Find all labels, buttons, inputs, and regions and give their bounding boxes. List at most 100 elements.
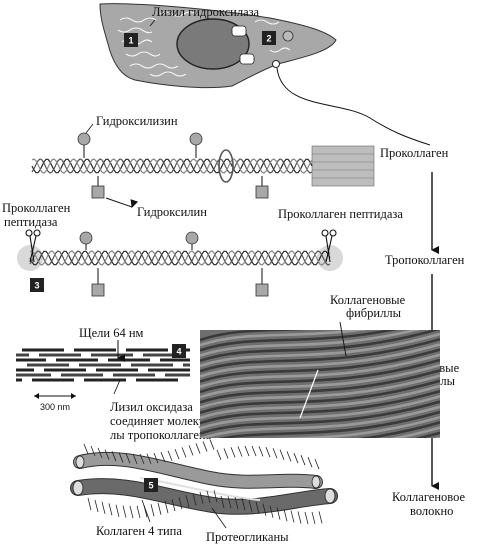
fibril-streak — [200, 332, 440, 368]
tropocollagen-triple-helix: 3 — [17, 229, 343, 297]
proteoglycan-bristle — [216, 449, 222, 461]
proteoglycan-bristle — [318, 511, 323, 524]
proteoglycan-bristle — [94, 499, 99, 513]
fibril-streak — [200, 395, 440, 430]
collagen-fiber-label-line1: Коллагеновое — [392, 490, 465, 504]
step-badge-1: 1 — [124, 33, 138, 47]
proteoglycan-bristle — [269, 505, 274, 518]
proteoglycan-bristle — [139, 453, 145, 465]
fibril-streak — [200, 379, 440, 415]
proteoglycan-bristle — [251, 445, 257, 457]
procollagen-peptidase-right-label: Проколлаген пептидаза — [278, 207, 403, 221]
proteoglycan-bristle — [171, 499, 176, 512]
fibril-streak — [200, 384, 440, 420]
proteoglycans-label: Протеогликаны — [206, 530, 289, 544]
fibril-streak — [356, 421, 440, 438]
proteoglycan-bristle — [223, 448, 229, 459]
proteoglycan-bristle — [136, 505, 141, 518]
fibril-streak — [200, 330, 440, 363]
fibril-streak — [200, 369, 440, 404]
proteoglycan-bristle — [293, 453, 299, 464]
proteoglycan-bristle — [104, 449, 110, 460]
proteoglycan-bristle — [248, 499, 253, 513]
proteoglycan-bristle — [241, 498, 246, 511]
fibril-streak — [200, 330, 398, 352]
fibril-streak — [200, 343, 440, 378]
lysyl-oxidase-line3: лы тропоколлагена — [110, 428, 212, 442]
procollagen-label: Проколлаген — [380, 146, 449, 160]
lysyl-hydroxylase-pointer — [149, 19, 156, 27]
proteoglycan-bristle — [83, 443, 89, 455]
proteoglycan-bristle — [150, 504, 155, 517]
proteoglycan-bristle — [108, 503, 113, 516]
proteoglycan-bristle — [304, 511, 309, 525]
proteoglycan-bristle — [314, 458, 320, 470]
fibril-streak — [200, 353, 440, 389]
svg-text:4: 4 — [176, 347, 181, 357]
proteoglycan-bristle — [265, 447, 271, 458]
tropocollagen-staggered-array — [16, 340, 190, 399]
proteoglycan-bristle — [178, 497, 183, 510]
fibril-streak — [200, 405, 440, 438]
proteoglycan-bristle — [132, 453, 138, 465]
proteoglycan-bristle — [311, 511, 316, 525]
hydroxyproline-label: Гидроксилин — [137, 205, 207, 219]
proteoglycan-bristle — [164, 500, 169, 514]
fibril-streak — [200, 374, 440, 409]
proteoglycan-bristle — [160, 451, 166, 463]
svg-text:3: 3 — [34, 281, 39, 291]
proteoglycan-bristle — [97, 447, 103, 459]
proteoglycan-bristle — [101, 501, 106, 514]
proteoglycan-bristle — [213, 490, 218, 503]
proteoglycan-bristle — [90, 445, 96, 457]
proteoglycan-bristle — [129, 505, 134, 519]
proteoglycan-bristle — [227, 496, 232, 509]
proteoglycan-bristle — [118, 452, 124, 463]
proteoglycan-bristle — [297, 511, 302, 524]
proteoglycan-bristle — [276, 507, 281, 520]
step-badge-3: 3 — [30, 278, 44, 292]
proteoglycan-bristle — [230, 447, 236, 458]
proteoglycan-bristle — [87, 497, 92, 511]
svg-text:5: 5 — [148, 481, 153, 491]
fibril-streak — [200, 330, 312, 342]
fibril-streak — [200, 389, 440, 425]
procollagen-triple-helix — [31, 132, 375, 199]
scissors-icon — [321, 229, 337, 263]
proteoglycan-bristle — [255, 501, 260, 514]
collagen-type4-label: Коллаген 4 типа — [96, 524, 182, 538]
proteoglycan-bristle — [202, 441, 208, 452]
hydroxylysine-label: Гидроксилизин — [96, 114, 178, 128]
proteoglycan-bristle — [283, 509, 288, 522]
proteoglycan-bristle — [272, 448, 278, 459]
secretion-curve — [276, 67, 431, 146]
proteoglycan-bristle — [115, 504, 120, 517]
fibrils-top-label-line2: фибриллы — [346, 306, 402, 320]
proteoglycan-bristle — [300, 455, 306, 466]
proteoglycan-bristle — [181, 447, 187, 458]
proteoglycan-bristle — [237, 446, 243, 457]
svg-text:1: 1 — [128, 36, 133, 46]
lysyl-oxidase-line1: Лизил оксидаза — [110, 400, 193, 414]
proteoglycan-bristle — [153, 452, 159, 464]
proteoglycan-bristle — [185, 495, 190, 508]
proteoglycan-bristle — [220, 495, 225, 509]
fibril-streak — [200, 348, 440, 383]
scissors-icon — [25, 229, 41, 263]
proteoglycan-bristle — [258, 446, 264, 457]
fibril-streak — [434, 436, 440, 438]
fibril-streak — [269, 415, 440, 438]
collagen-fiber-label-line2: волокно — [410, 504, 453, 518]
proteoglycan-bristle — [206, 490, 211, 503]
fibroblast-cell: 1 2 — [99, 3, 337, 89]
proteoglycan-bristle — [244, 445, 250, 457]
proteoglycan-bristle — [234, 497, 239, 510]
lysyl-oxidase-line2: соединяет молеку- — [110, 414, 209, 428]
scale-bar-label: 300 nm — [40, 402, 70, 412]
fibril-streak — [200, 400, 440, 435]
fibril-micrograph — [200, 330, 440, 438]
fibril-streak — [200, 358, 440, 394]
proteoglycan-bristle — [188, 445, 194, 456]
fibril-streak — [200, 330, 421, 357]
